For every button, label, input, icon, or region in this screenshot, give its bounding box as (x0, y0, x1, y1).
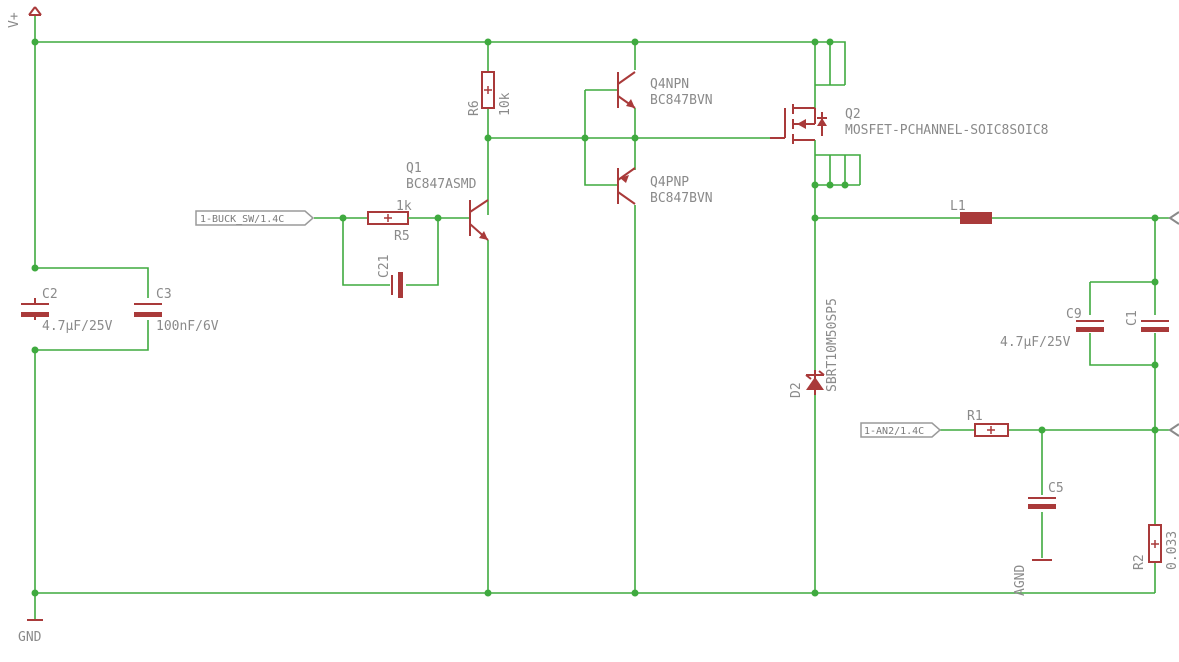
resistor-r2[interactable]: R2 0.033 (1132, 524, 1179, 570)
svg-text:GND: GND (18, 630, 42, 645)
svg-text:L1: L1 (950, 199, 966, 214)
resistor-r6[interactable]: R6 10k (467, 71, 513, 116)
svg-text:C3: C3 (156, 287, 172, 302)
svg-text:4.7µF/25V: 4.7µF/25V (42, 319, 113, 334)
svg-text:1k: 1k (396, 199, 412, 214)
svg-text:BC847ASMD: BC847ASMD (406, 177, 477, 192)
capacitor-c9[interactable]: C9 4.7µF/25V (1000, 307, 1104, 350)
svg-text:10k: 10k (498, 92, 513, 116)
transistor-q4npn[interactable]: Q4NPN BC847BVN (617, 71, 713, 109)
diode-d2[interactable]: D2 SBRT10M50SP5 (789, 298, 840, 398)
svg-text:C1: C1 (1125, 310, 1140, 326)
svg-text:C9: C9 (1066, 307, 1082, 322)
svg-text:V+: V+ (7, 12, 22, 28)
svg-text:R6: R6 (467, 100, 482, 116)
svg-text:AGND: AGND (1013, 565, 1028, 596)
agnd-symbol: AGND (1013, 559, 1052, 596)
svg-text:C21: C21 (377, 255, 392, 278)
capacitor-c3[interactable]: C3 100nF/6V (134, 287, 219, 334)
svg-text:R2: R2 (1132, 554, 1147, 570)
svg-text:C2: C2 (42, 287, 58, 302)
capacitor-c5[interactable]: C5 (1028, 481, 1064, 509)
transistor-q4pnp[interactable]: Q4PNP BC847BVN (617, 167, 713, 206)
capacitor-c21[interactable]: C21 (377, 255, 403, 298)
resistor-r1[interactable]: R1 (967, 409, 1009, 437)
svg-text:0.033: 0.033 (1165, 531, 1179, 570)
netflag-buck-sw: 1-BUCK_SW/1.4C (195, 210, 315, 226)
svg-text:1-AN2/1.4C: 1-AN2/1.4C (864, 426, 924, 437)
svg-text:Q4PNP: Q4PNP (650, 175, 689, 190)
svg-text:Q4NPN: Q4NPN (650, 77, 689, 92)
capacitor-c2[interactable]: C2 4.7µF/25V (21, 287, 113, 334)
svg-text:Q2: Q2 (845, 107, 861, 122)
resistor-r5[interactable]: 1k R5 (367, 199, 432, 244)
svg-text:BC847BVN: BC847BVN (650, 191, 713, 206)
netflag-an2: 1-AN2/1.4C (860, 422, 942, 438)
output-terminal-feedback (1168, 423, 1179, 437)
gnd-symbol: GND (18, 619, 43, 645)
nets (34, 15, 1170, 620)
output-terminal-top (1168, 211, 1179, 225)
svg-text:100nF/6V: 100nF/6V (156, 319, 219, 334)
svg-text:R5: R5 (394, 229, 410, 244)
capacitor-c1[interactable]: C1 (1125, 310, 1169, 332)
junctions (31, 38, 1159, 597)
svg-text:4.7µF/25V: 4.7µF/25V (1000, 335, 1071, 350)
svg-text:MOSFET-PCHANNEL-SOIC8SOIC8: MOSFET-PCHANNEL-SOIC8SOIC8 (845, 123, 1049, 138)
mosfet-q2[interactable]: Q2 MOSFET-PCHANNEL-SOIC8SOIC8 (770, 104, 1049, 144)
vplus-symbol: V+ (7, 6, 42, 28)
inductor-l1[interactable]: L1 (950, 199, 992, 224)
svg-text:Q1: Q1 (406, 161, 422, 176)
svg-text:BC847BVN: BC847BVN (650, 93, 713, 108)
svg-text:SBRT10M50SP5: SBRT10M50SP5 (825, 298, 840, 392)
svg-text:R1: R1 (967, 409, 983, 424)
transistor-q1[interactable]: Q1 BC847ASMD (406, 161, 489, 241)
svg-text:D2: D2 (789, 382, 804, 398)
svg-text:1-BUCK_SW/1.4C: 1-BUCK_SW/1.4C (200, 214, 284, 225)
svg-text:C5: C5 (1048, 481, 1064, 496)
